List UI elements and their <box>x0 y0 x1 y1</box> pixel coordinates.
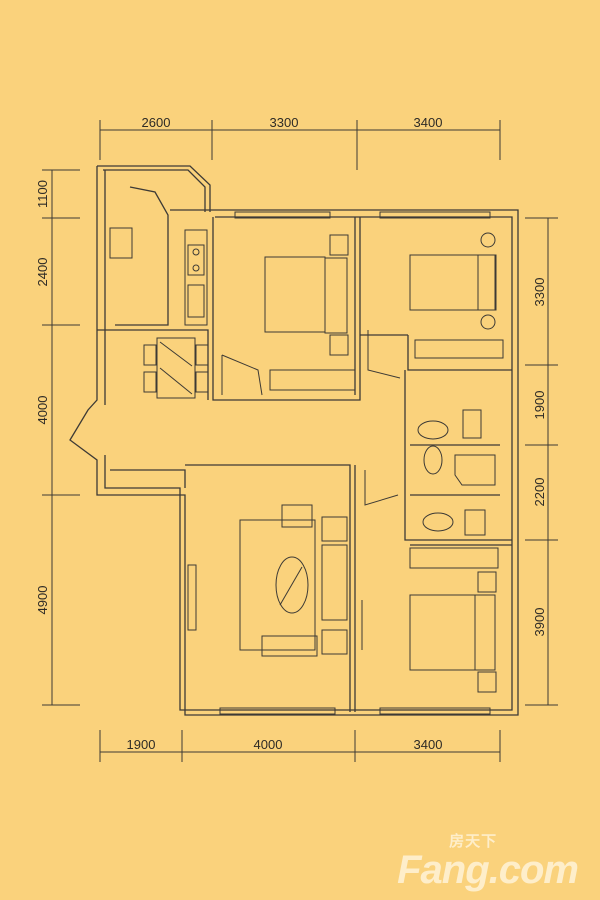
watermark-logo: 房天下 Fang.com <box>397 832 579 892</box>
dim-top-2: 3300 <box>270 115 299 130</box>
bed-3 <box>409 547 499 693</box>
dim-right-2: 1900 <box>532 391 547 420</box>
dim-top-1: 2600 <box>142 115 171 130</box>
dim-left-1: 1100 <box>35 180 50 208</box>
dim-left-3: 4000 <box>35 396 50 425</box>
dim-bottom-2: 4000 <box>254 737 283 752</box>
dimension-labels: 2600 3300 3400 1900 4000 3400 1100 2400 … <box>35 115 547 752</box>
dim-bottom-3: 3400 <box>414 737 443 752</box>
watermark-brand: Fang.com <box>397 848 579 892</box>
dim-left-4: 4900 <box>35 586 50 615</box>
dim-bottom-1: 1900 <box>127 737 156 752</box>
dim-right-1: 3300 <box>532 278 547 307</box>
doors <box>221 330 401 650</box>
watermark-chinese: 房天下 <box>449 832 498 850</box>
dim-top-3: 3400 <box>414 115 443 130</box>
dim-right-3: 2200 <box>532 478 547 507</box>
bed-1 <box>264 234 356 391</box>
bed-2 <box>409 232 504 359</box>
bathroom-fixtures <box>417 409 496 536</box>
dim-left-2: 2400 <box>35 258 50 287</box>
kitchen-fixtures <box>109 227 208 326</box>
walls <box>69 165 519 716</box>
dim-right-4: 3900 <box>532 608 547 637</box>
windows <box>187 211 491 715</box>
dimension-lines <box>42 120 558 762</box>
living-room-furniture <box>239 504 348 657</box>
dining-table <box>143 337 209 399</box>
